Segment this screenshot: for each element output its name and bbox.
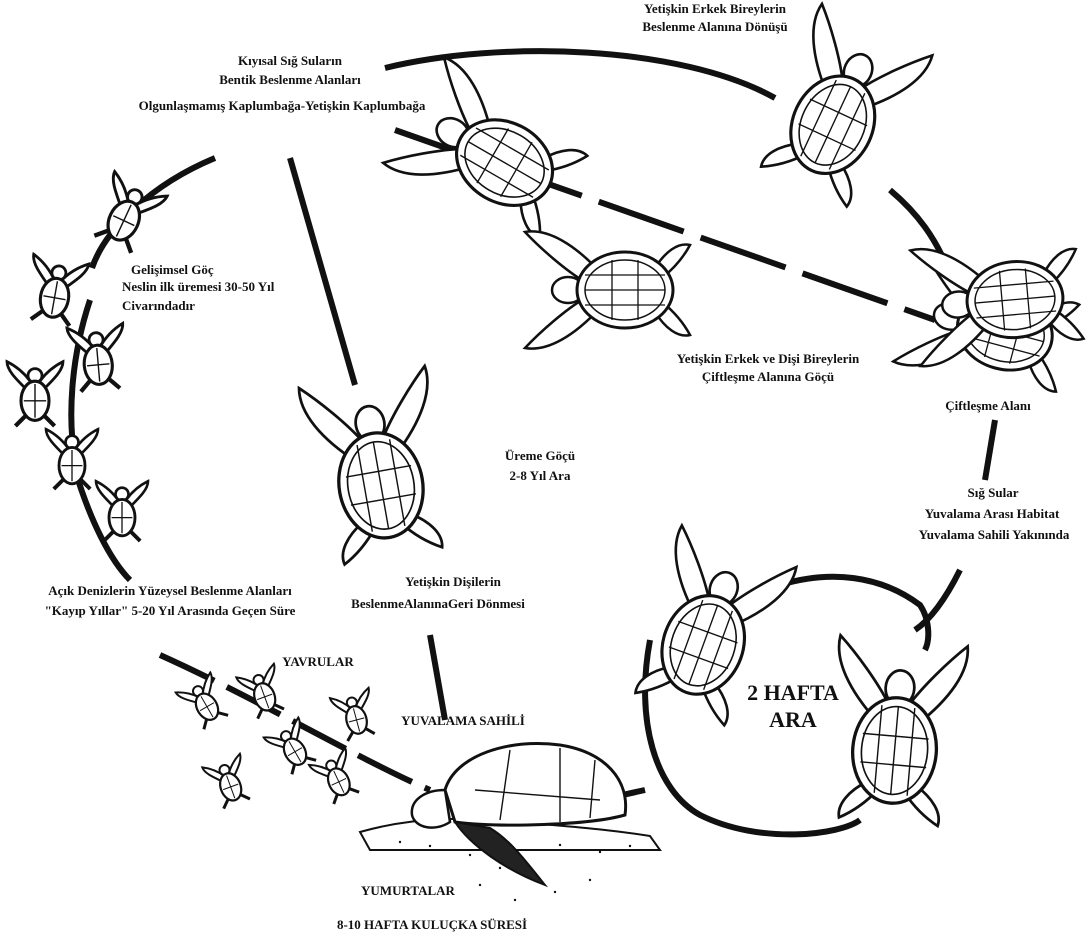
label-open-sea-2: "Kayıp Yıllar" 5-20 Yıl Arasında Geçen S… xyxy=(45,603,296,618)
label-mating-area: Çiftleşme Alanı xyxy=(945,398,1031,413)
label-benthic-1: Kıyısal Sığ Suların xyxy=(238,53,343,68)
label-benthic-2: Bentik Beslenme Alanları xyxy=(219,72,361,87)
path-nesting-loop-top xyxy=(780,577,928,650)
hatchling-turtle-icon xyxy=(330,688,381,743)
sea-turtle-icon xyxy=(525,231,690,348)
path-female-return xyxy=(430,635,445,720)
label-shallow-waters-2: Yuvalama Arası Habitat xyxy=(925,506,1060,521)
label-shallow-waters-1: Sığ Sular xyxy=(968,485,1019,500)
sea-turtle-icon xyxy=(824,635,968,827)
hatchling-turtle-icon xyxy=(46,429,98,489)
label-female-return-2: BeslenmeAlanınaGeri Dönmesi xyxy=(351,596,525,611)
label-benthic-3: Olgunlaşmamış Kaplumbağa-Yetişkin Kaplum… xyxy=(139,98,426,113)
label-female-return-1: Yetişkin Dişilerin xyxy=(405,574,501,589)
hatchling-turtle-icon xyxy=(309,748,365,807)
nesting-turtle-icon xyxy=(360,743,660,901)
hatchling-turtle-icon xyxy=(202,754,255,811)
label-interval-2: ARA xyxy=(769,707,817,732)
label-mating-migration-2: Çiftleşme Alanına Göçü xyxy=(702,369,834,384)
sea-turtle-icon xyxy=(748,4,933,213)
nesting-turtle-head xyxy=(412,790,450,828)
label-developmental-migration-2: Neslin ilk üremesi 30-50 Yıl xyxy=(122,279,275,294)
hatchling-turtle-icon xyxy=(96,481,148,541)
label-mating-migration-1: Yetişkin Erkek ve Dişi Bireylerin xyxy=(677,351,860,366)
label-breeding-migration-2: 2-8 Yıl Ara xyxy=(510,468,571,483)
label-shallow-waters-3: Yuvalama Sahili Yakınında xyxy=(919,527,1070,542)
label-developmental-migration-1: Gelişimsel Göç xyxy=(131,262,214,277)
nesting-turtle-shell xyxy=(445,743,626,825)
hatchling-turtle-icon xyxy=(176,672,234,732)
label-hatchlings: YAVRULAR xyxy=(282,654,354,669)
label-breeding-migration-1: Üreme Göçü xyxy=(505,448,575,463)
hatchling-turtle-icon xyxy=(86,172,167,257)
path-to-internesting-2 xyxy=(915,570,960,630)
label-incubation: 8-10 HAFTA KULUÇKA SÜRESİ xyxy=(337,917,527,932)
label-eggs: YUMURTALAR xyxy=(361,883,456,898)
label-male-feeding-return-1: Yetişkin Erkek Bireylerin xyxy=(644,1,787,16)
path-to-internesting xyxy=(985,420,995,480)
path-breeding-migration xyxy=(290,158,355,385)
hatchling-turtle-icon xyxy=(7,362,63,426)
sea-turtle-icon xyxy=(298,366,456,567)
mating-turtles-icon xyxy=(893,236,1085,405)
label-open-sea-1: Açık Denizlerin Yüzeysel Beslenme Alanla… xyxy=(48,583,292,598)
label-male-feeding-return-2: Beslenme Alanına Dönüşü xyxy=(642,19,787,34)
hatchling-turtle-icon xyxy=(23,254,89,327)
sea-turtle-icon xyxy=(383,57,595,250)
label-nesting-beach: YUVALAMA SAHİLİ xyxy=(401,713,525,728)
hatchling-turtle-icon xyxy=(236,664,289,721)
label-developmental-migration-3: Civarındadır xyxy=(122,298,195,313)
label-interval-1: 2 HAFTA xyxy=(747,680,839,705)
